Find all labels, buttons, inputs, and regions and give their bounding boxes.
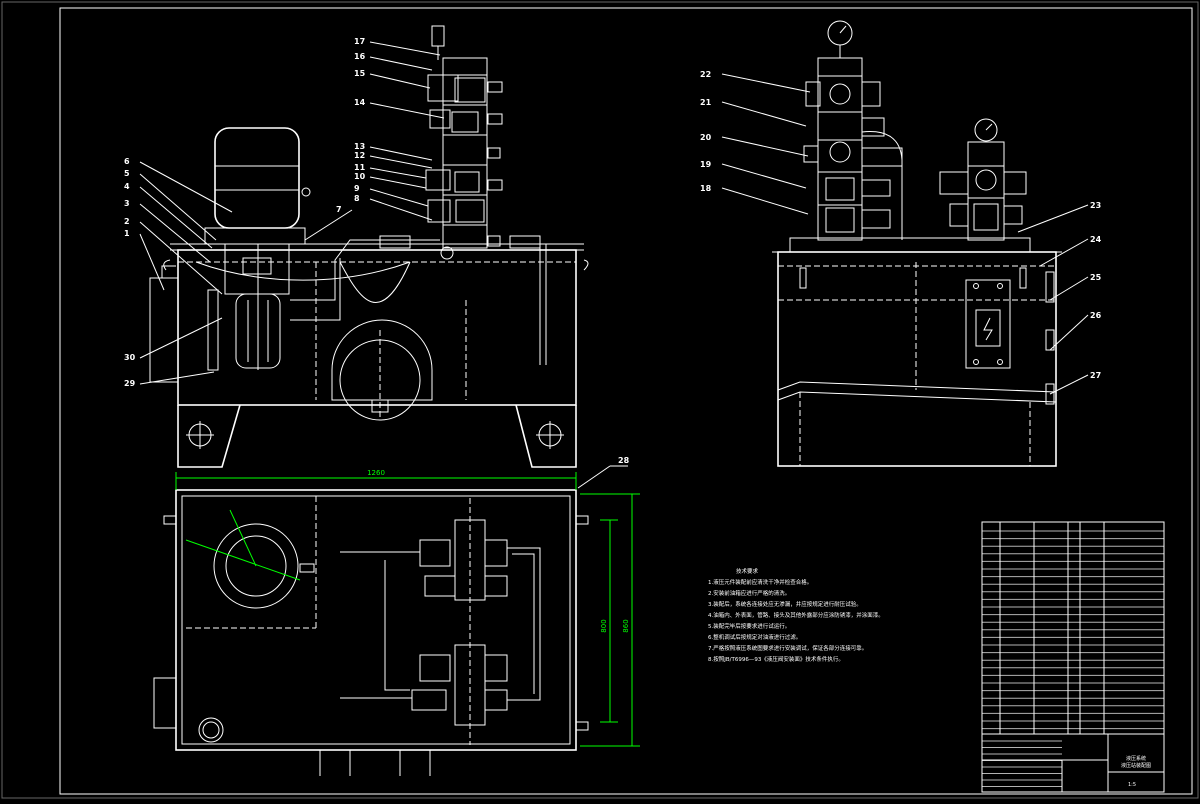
technical-requirements-notes: 1.液压元件装配前应清洗干净并检查合格。 2.安装前油箱应进行严格的清洗。 3.装配…	[708, 578, 884, 663]
leader-line	[369, 167, 427, 179]
leader-line	[1049, 314, 1089, 351]
part-label: 25	[1090, 273, 1102, 282]
leader-line	[1049, 276, 1089, 301]
part-label: 14	[354, 98, 366, 107]
leader-line	[139, 317, 223, 359]
leader-line	[304, 209, 353, 241]
leader-line	[721, 187, 809, 215]
part-label: 13	[354, 142, 365, 151]
leader-line	[721, 136, 809, 157]
part-label: 22	[700, 70, 711, 79]
leader-line	[369, 146, 433, 161]
part-label: 17	[354, 37, 365, 46]
leader-line	[1017, 204, 1089, 233]
leader-line	[369, 73, 431, 89]
note-line: 8.按照JB/T6996—93《液压阀安装面》技术条件执行。	[708, 655, 844, 663]
leader-line	[721, 101, 807, 127]
part-label: 8	[354, 194, 360, 203]
plan-view	[153, 472, 640, 776]
leader-line	[721, 73, 811, 93]
leader-line	[1049, 374, 1089, 395]
leader-line	[369, 188, 429, 207]
note-line: 2.安装前油箱应进行严格的清洗。	[708, 589, 790, 597]
part-label: 3	[124, 199, 130, 208]
side-view	[772, 20, 1062, 467]
leader-line	[369, 41, 441, 56]
note-line: 4.油箱内、外表面，管路、接头及其他外露部分应涂防锈漆，并涂面漆。	[708, 611, 884, 619]
part-label: 9	[354, 184, 360, 193]
leader-line	[369, 155, 433, 169]
part-label: 23	[1090, 201, 1101, 210]
part-label: 4	[124, 182, 130, 191]
parts-list-titleblock	[981, 521, 1165, 793]
note-line: 6.整机调试后按规定对油液进行过滤。	[708, 633, 801, 641]
part-label: 20	[700, 133, 712, 142]
leader-line	[369, 56, 433, 71]
leader-line	[369, 198, 433, 221]
notes-title: 技术要求	[736, 567, 759, 575]
part-label: 26	[1090, 311, 1102, 320]
leader-line	[369, 176, 427, 189]
part-label: 18	[700, 184, 712, 193]
leader-line	[369, 102, 445, 119]
part-label: 12	[354, 151, 365, 160]
title-name-1: 液压系统	[1126, 755, 1146, 762]
leader-line	[1039, 238, 1089, 267]
note-line: 7.严格按照液压系统图要求进行安装调试，保证各部分连接可靠。	[708, 644, 867, 652]
plan-view-part-label: 28	[618, 456, 630, 465]
dimension-depth-inner: 800	[600, 619, 608, 632]
leader-line	[139, 233, 165, 291]
title-name-2: 液压站装配图	[1121, 762, 1151, 769]
leader-line	[721, 163, 807, 189]
part-label: 6	[124, 157, 130, 166]
part-label: 21	[700, 98, 712, 107]
part-label: 19	[700, 160, 712, 169]
title-scale: 1:5	[1128, 782, 1136, 788]
leader-line	[139, 203, 211, 263]
part-label: 16	[354, 52, 366, 61]
dimension-width: 1260	[367, 469, 385, 477]
front-view	[149, 25, 589, 468]
note-line: 3.装配后，系统各连接处应无渗漏，并应按规定进行耐压试验。	[708, 600, 862, 608]
part-label: 29	[124, 379, 136, 388]
part-label: 10	[354, 172, 366, 181]
side-view-leaders: 22 21 20 19 18 23 24 25 26 27	[700, 70, 1102, 395]
leader-line	[139, 161, 233, 213]
note-line: 5.装配完毕后按要求进行试运行。	[708, 622, 790, 630]
sheet-border	[59, 7, 1193, 795]
leader-line	[139, 173, 217, 241]
part-label: 1	[124, 229, 130, 238]
part-label: 5	[124, 169, 130, 178]
note-line: 1.液压元件装配前应清洗干净并检查合格。	[708, 578, 812, 586]
part-label: 15	[354, 69, 366, 78]
part-label: 2	[124, 217, 130, 226]
part-label: 27	[1090, 371, 1101, 380]
leader-line	[139, 221, 223, 295]
part-label: 11	[354, 163, 366, 172]
part-label: 24	[1090, 235, 1102, 244]
part-label: 7	[336, 205, 342, 214]
part-label: 30	[124, 353, 136, 362]
leader-line	[139, 371, 215, 385]
dimension-depth-outer: 860	[622, 619, 630, 632]
leader-line	[139, 186, 213, 249]
